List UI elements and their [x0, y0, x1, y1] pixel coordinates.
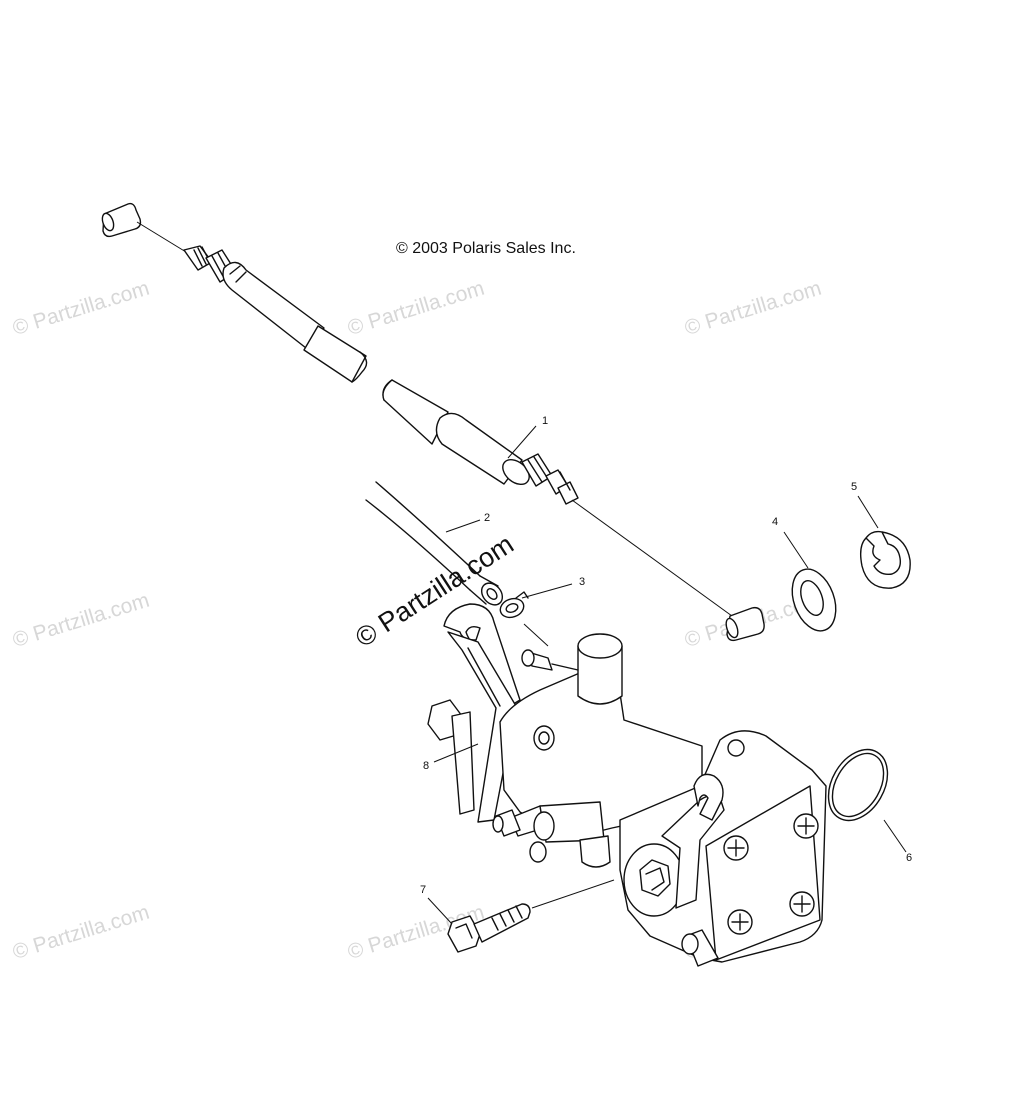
o-ring	[827, 748, 889, 822]
callout-5: 5	[851, 481, 858, 493]
callout-3: 3	[579, 576, 586, 588]
hose-clamp	[499, 591, 549, 647]
oil-hose	[365, 481, 504, 606]
e-clip	[859, 530, 911, 589]
callout-1: 1	[542, 415, 549, 427]
washer	[791, 568, 837, 632]
callout-8: 8	[423, 760, 430, 772]
copyright-notice: © 2003 Polaris Sales Inc.	[396, 240, 576, 257]
callout-4: 4	[772, 516, 779, 528]
bolt	[447, 879, 615, 953]
callout-2: 2	[484, 512, 491, 524]
oil-pump-assembly	[427, 633, 827, 967]
callout-6: 6	[906, 852, 913, 864]
cable-upper-segment	[101, 202, 368, 383]
control-lever	[443, 603, 521, 823]
screw-heads	[723, 813, 819, 935]
leader-lines	[427, 425, 907, 925]
callout-7: 7	[420, 884, 427, 896]
cable-lower-segment	[382, 379, 765, 642]
